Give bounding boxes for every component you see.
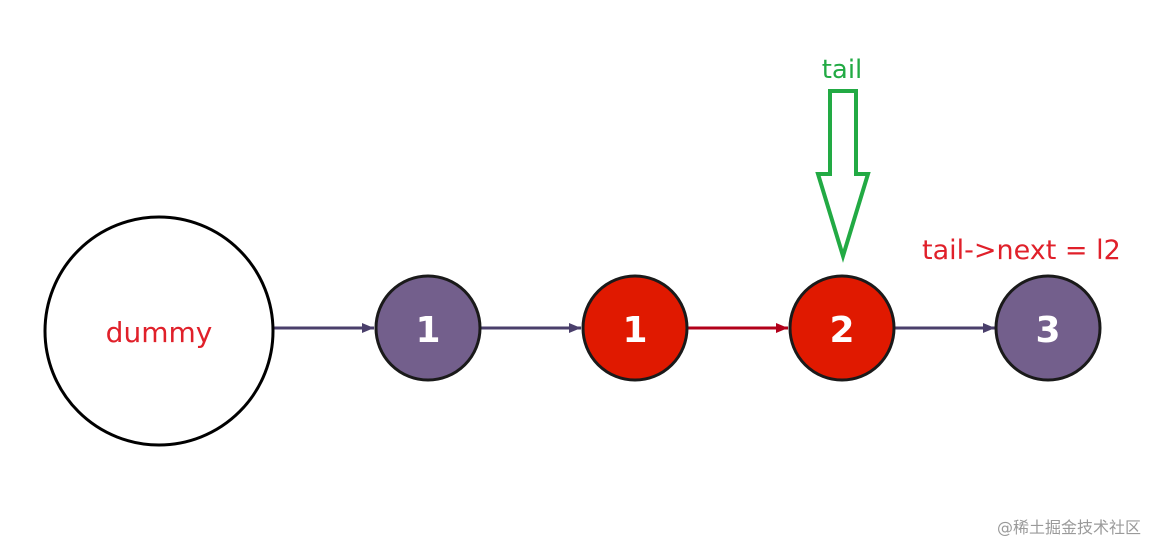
tail-pointer-arrow: [815, 89, 871, 263]
tail-pointer-label: tail: [822, 55, 863, 85]
watermark: @稀土掘金技术社区: [996, 518, 1141, 537]
list-node-3-value: 2: [829, 310, 854, 351]
list-node-2-value: 1: [622, 310, 647, 351]
tail-next-annotation: tail->next = l2: [922, 235, 1121, 266]
dummy-node: [43, 215, 275, 447]
list-node-1: [374, 274, 482, 382]
dummy-node-label: dummy: [106, 316, 213, 349]
list-node-4-value: 3: [1035, 310, 1060, 351]
list-node-4: [994, 274, 1102, 382]
list-node-3: [788, 274, 896, 382]
list-node-2: [581, 274, 689, 382]
list-node-1-value: 1: [415, 310, 440, 351]
